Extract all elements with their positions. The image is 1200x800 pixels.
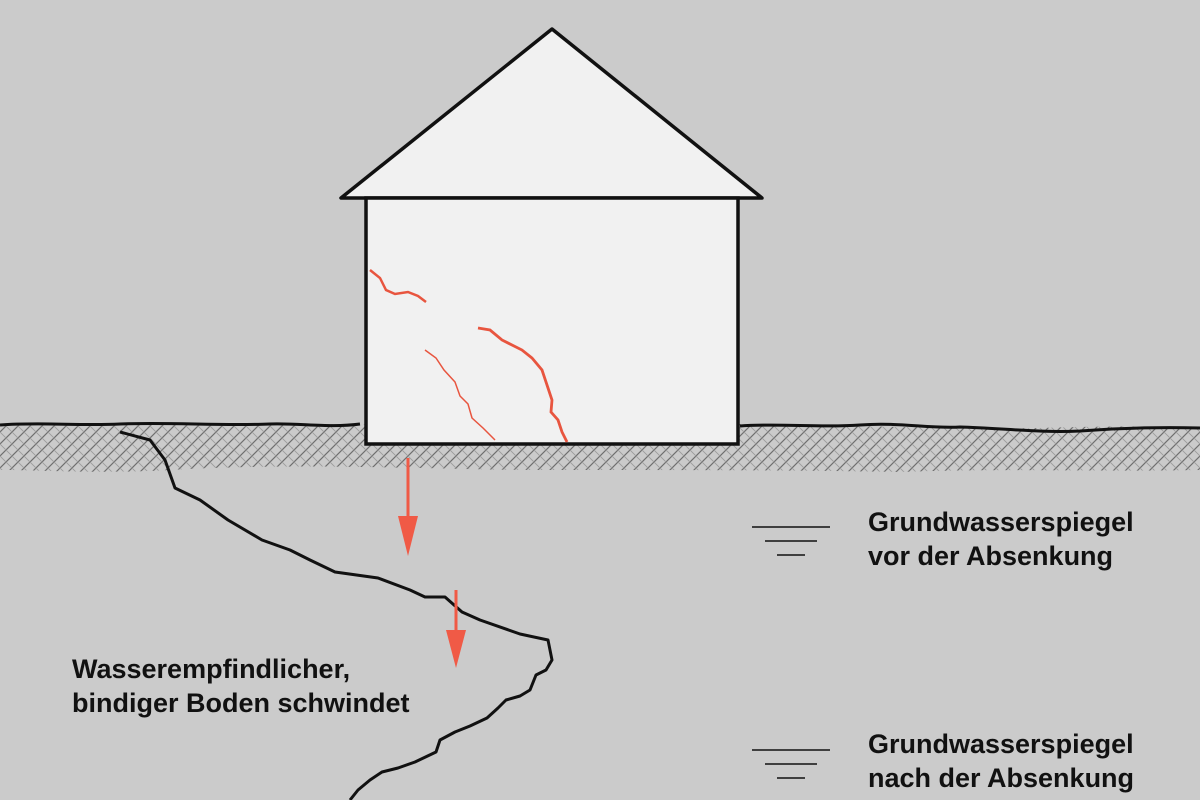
ground-layer xyxy=(0,421,1200,472)
house-roof xyxy=(339,27,764,200)
arrow-down-icon xyxy=(446,590,466,668)
water-level-icon xyxy=(752,526,830,556)
label-line: nach der Absenkung xyxy=(868,763,1135,793)
house xyxy=(339,27,764,446)
arrow-down-icon xyxy=(398,458,418,556)
label-line: bindiger Boden schwindet xyxy=(72,688,410,718)
soil-shrinkage-label: Wasserempfindlicher, bindiger Boden schw… xyxy=(72,652,410,720)
groundwater-before-label: Grundwasserspiegel vor der Absenkung xyxy=(868,505,1134,573)
label-line: Grundwasserspiegel xyxy=(868,507,1134,537)
ground-surface-line xyxy=(0,421,361,428)
label-line: Wasserempfindlicher, xyxy=(72,654,351,684)
groundwater-after-label: Grundwasserspiegel nach der Absenkung xyxy=(868,727,1134,795)
wall-crack xyxy=(477,326,569,443)
soil-crack-line xyxy=(119,430,554,800)
label-line: vor der Absenkung xyxy=(868,541,1114,571)
ground-surface-line-right xyxy=(739,422,1200,433)
wall-crack xyxy=(369,269,427,303)
ground-hatch xyxy=(0,423,1200,472)
label-line: Grundwasserspiegel xyxy=(868,729,1134,759)
wall-crack xyxy=(424,349,496,441)
water-level-icon xyxy=(752,749,830,779)
